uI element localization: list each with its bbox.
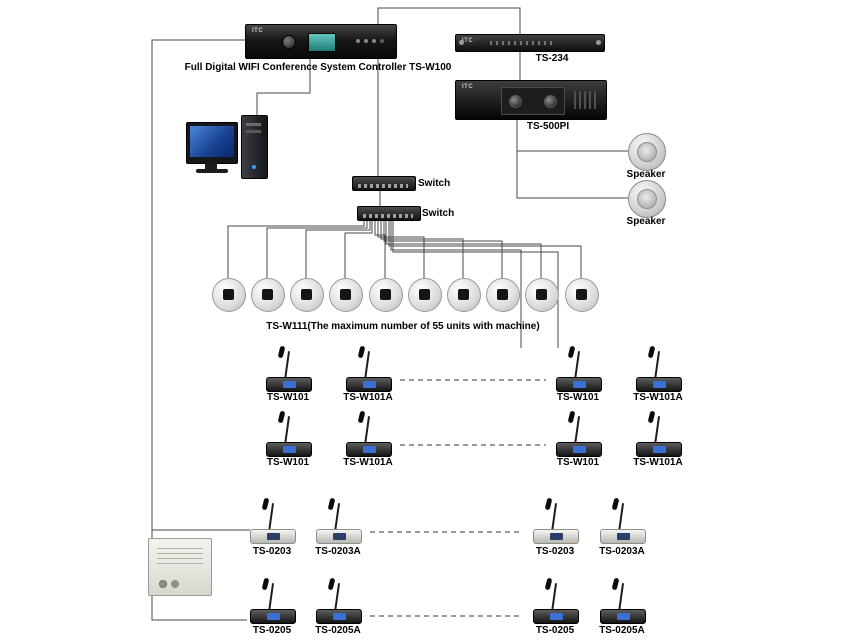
power-supply-box [148,538,212,596]
mic-label: TS-W101 [266,392,310,403]
mic-label: TS-W101 [556,392,600,403]
mic-label: TS-0203 [535,546,575,557]
mic-base [556,377,602,392]
wireless-unit-ts-w111 [369,278,403,312]
mic-ts-w101 [263,348,313,392]
mic-base [533,609,579,624]
mic-base [600,529,646,544]
mic-ts-w101a [633,348,683,392]
amplifier-panel [501,87,565,115]
speaker-2-label: Speaker [626,216,666,227]
mic-base [250,529,296,544]
wireless-unit-ts-w111 [212,278,246,312]
ts-234-label: TS-234 [535,53,569,64]
mic-label: TS-W101A [343,457,393,468]
monitor-base [196,169,228,173]
mic-ts-0203 [247,500,297,544]
mic-ts-0205 [247,580,297,624]
mic-ts-0205a [597,580,647,624]
ts-234-unit: ITC [455,34,605,52]
speaker-1 [628,133,666,171]
mic-base [533,529,579,544]
mic-base [266,442,312,457]
wireless-unit-ts-w111 [447,278,481,312]
mic-label: TS-0205 [252,625,292,636]
conference-controller-ts-w100: ITC [245,24,397,59]
mic-ts-0205 [530,580,580,624]
mic-base [316,609,362,624]
itc-logo: ITC [462,84,474,90]
mic-label: TS-W101 [556,457,600,468]
ts-500pi-label: TS-500PI [526,121,570,132]
wireless-unit-ts-w111 [408,278,442,312]
itc-logo: ITC [252,28,264,34]
mic-label: TS-W101A [633,392,683,403]
mic-ts-w101a [633,413,683,457]
mic-ts-0203a [313,500,363,544]
controller-label: Full Digital WIFI Conference System Cont… [184,62,452,73]
wireless-unit-ts-w111 [486,278,520,312]
mic-ts-0203a [597,500,647,544]
computer-monitor [186,122,238,172]
wireless-unit-ts-w111 [329,278,363,312]
mic-ts-w101a [343,348,393,392]
controller-knob [282,35,296,49]
mic-base [346,377,392,392]
mic-base [600,609,646,624]
wireless-unit-ts-w111 [565,278,599,312]
ts-w111-caption: TS-W111(The maximum number of 55 units w… [266,321,540,332]
network-switch-2 [357,206,421,221]
mic-label: TS-0205A [315,625,361,636]
speaker-2 [628,180,666,218]
mic-label: TS-0203A [599,546,645,557]
mic-label: TS-W101 [266,457,310,468]
mic-base [636,442,682,457]
wireless-unit-ts-w111 [525,278,559,312]
mic-base [266,377,312,392]
mic-base [316,529,362,544]
mic-label: TS-0203 [252,546,292,557]
mic-base [250,609,296,624]
wireless-unit-ts-w111 [290,278,324,312]
speaker-1-label: Speaker [626,169,666,180]
controller-screen [308,33,336,52]
computer-tower [241,115,268,179]
mic-label: TS-W101A [633,457,683,468]
mic-ts-w101 [553,413,603,457]
wireless-unit-ts-w111 [251,278,285,312]
mic-ts-w101 [553,348,603,392]
mic-label: TS-0203A [315,546,361,557]
mic-base [636,377,682,392]
mic-ts-0203 [530,500,580,544]
mic-label: TS-0205 [535,625,575,636]
switch-1-label: Switch [418,178,451,189]
mic-label: TS-0205A [599,625,645,636]
mic-ts-w101a [343,413,393,457]
ts-500pi-amplifier: ITC [455,80,607,120]
itc-logo: ITC [462,38,474,44]
mic-ts-0205a [313,580,363,624]
mic-ts-w101 [263,413,313,457]
switch-2-label: Switch [422,208,455,219]
mic-base [346,442,392,457]
mic-base [556,442,602,457]
mic-label: TS-W101A [343,392,393,403]
network-switch-1 [352,176,416,191]
